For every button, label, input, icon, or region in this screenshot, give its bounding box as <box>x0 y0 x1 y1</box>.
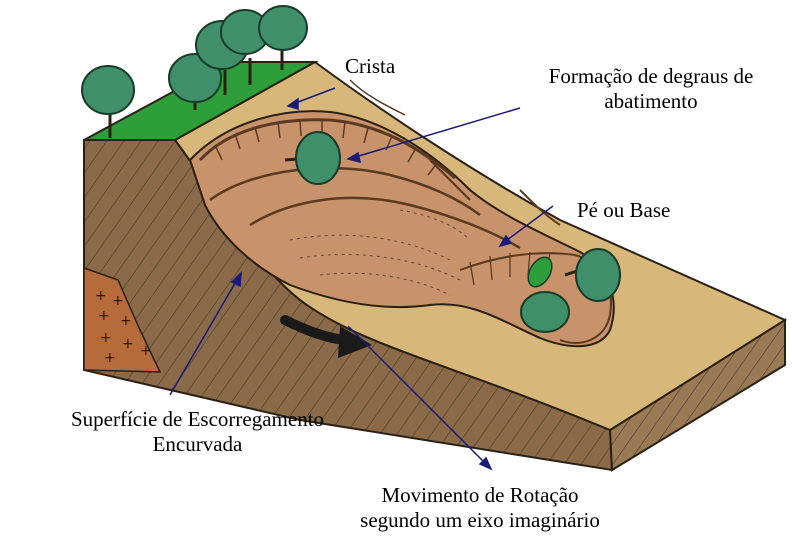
toe-ticks <box>469 251 551 286</box>
label-pe-base: Pé ou Base <box>577 198 671 222</box>
label-superficie: Superfície de Escorregamento Encurvada <box>5 407 390 457</box>
label-degraus-line1: Formação de degraus de <box>548 64 754 88</box>
granite-block <box>83 266 162 373</box>
rotation-arrow-icon <box>280 315 372 358</box>
granite-crosses: ++ ++ ++ ++ <box>95 288 152 366</box>
svg-text:+: + <box>120 313 132 329</box>
svg-text:+: + <box>98 308 110 324</box>
crack-1 <box>429 159 471 201</box>
flow-lines <box>289 209 471 296</box>
svg-text:+: + <box>140 343 152 359</box>
tree-icon <box>527 256 553 288</box>
slump-step-1 <box>209 166 481 217</box>
label-crista: Crista <box>345 54 396 78</box>
tree-icon <box>258 5 308 70</box>
label-superficie-line1: Superfície de Escorregamento <box>70 407 325 431</box>
label-movimento-line2: segundo um eixo imaginário <box>360 508 600 532</box>
svg-text:+: + <box>122 336 134 352</box>
svg-text:+: + <box>95 288 107 304</box>
label-degraus-line2: abatimento <box>604 89 698 113</box>
svg-text:+: + <box>100 330 112 346</box>
slump-step-2 <box>249 196 521 250</box>
crown-scarp <box>198 118 456 180</box>
tree-icon <box>81 65 135 138</box>
pointer-lines <box>169 87 554 471</box>
svg-text:+: + <box>112 293 124 309</box>
tree-icon <box>284 131 341 185</box>
tree-icon <box>520 291 570 333</box>
label-movimento: Movimento de Rotação segundo um eixo ima… <box>300 483 660 533</box>
label-degraus: Formação de degraus de abatimento <box>520 64 782 114</box>
label-superficie-line2: Encurvada <box>152 432 243 456</box>
crack-3 <box>349 79 406 116</box>
tree-icon <box>564 248 621 302</box>
label-movimento-line1: Movimento de Rotação <box>381 483 579 507</box>
crack-2 <box>519 189 561 226</box>
svg-text:+: + <box>104 350 116 366</box>
